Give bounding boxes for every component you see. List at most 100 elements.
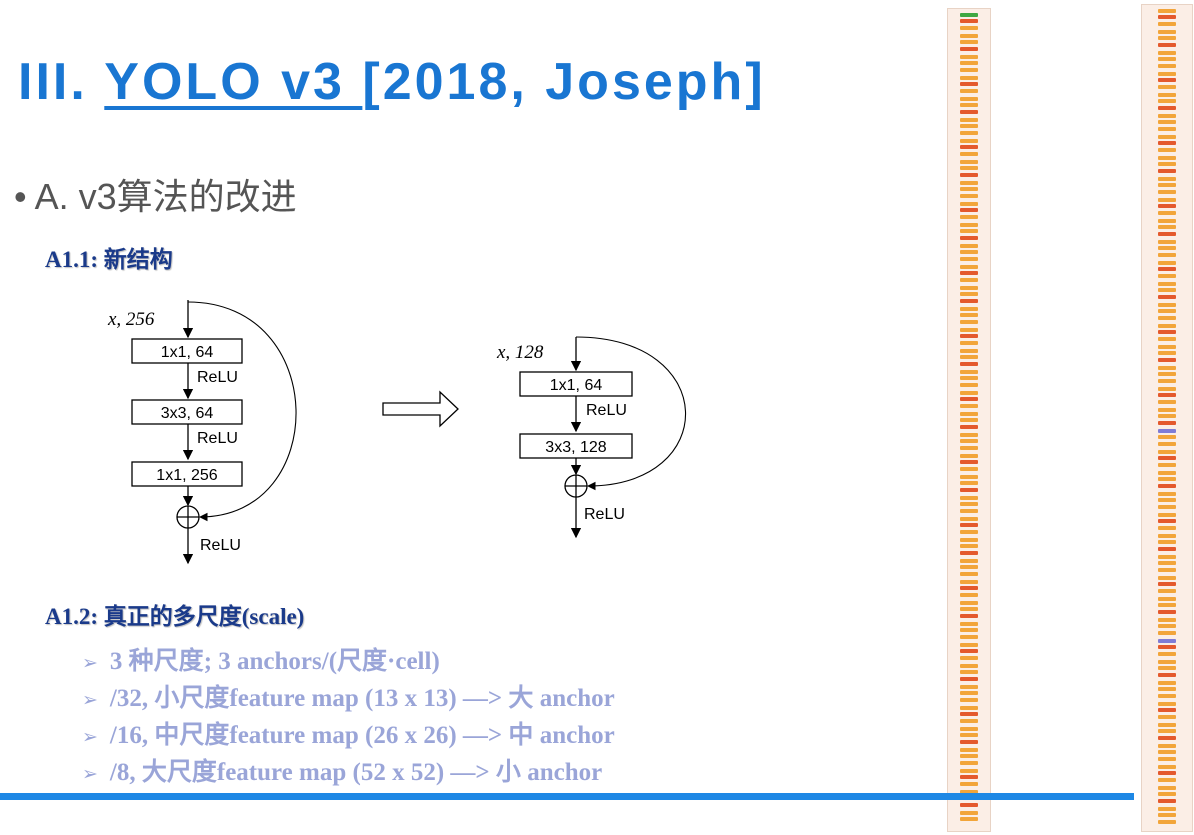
- item-cn2: 小: [495, 757, 521, 786]
- layer-block: [960, 397, 978, 401]
- layer-block: [1158, 792, 1176, 796]
- layer-block: [960, 278, 978, 282]
- layer-block: [960, 244, 978, 248]
- layer-block: [1158, 288, 1176, 292]
- layer-block: [1158, 303, 1176, 307]
- list-item: ➢3 种尺度; 3 anchors/(尺度·cell): [82, 642, 615, 679]
- right-conv2-label: 3x3, 128: [545, 439, 606, 456]
- layer-block: [1158, 492, 1176, 496]
- layer-block: [960, 433, 978, 437]
- layer-block: [1158, 597, 1176, 601]
- layer-block: [1158, 477, 1176, 481]
- layer-block: [960, 370, 978, 374]
- layer-block: [1158, 372, 1176, 376]
- layer-block: [960, 229, 978, 233]
- layer-block: [1158, 715, 1176, 719]
- layer-block: [960, 313, 978, 317]
- layer-block: [960, 202, 978, 206]
- layer-block: [960, 790, 978, 794]
- layer-block: [1158, 498, 1176, 502]
- left-conv3-label: 1x1, 256: [156, 467, 217, 484]
- layer-block: [960, 628, 978, 632]
- layer-block: [960, 82, 978, 86]
- layer-block: [1158, 534, 1176, 538]
- layer-block: [960, 712, 978, 716]
- layer-block: [1158, 484, 1176, 488]
- layer-block: [1158, 666, 1176, 670]
- layer-block: [960, 61, 978, 65]
- layer-block: [960, 475, 978, 479]
- layer-block: [1158, 639, 1176, 643]
- layer-block: [960, 538, 978, 542]
- layer-block: [1158, 330, 1176, 334]
- layer-block: [1158, 253, 1176, 257]
- layer-block: [1158, 204, 1176, 208]
- item-text: feature map (52 x 52) —>: [216, 759, 496, 786]
- layer-block: [1158, 22, 1176, 26]
- layer-block: [1158, 555, 1176, 559]
- layer-block: [960, 622, 978, 626]
- left-relu-out-label: ReLU: [200, 537, 241, 554]
- layer-block: [1158, 750, 1176, 754]
- layer-block: [1158, 282, 1176, 286]
- right-residual-block: x, 128 1x1, 64 ReLU 3x3, 128 ReLU: [496, 336, 687, 539]
- layer-block: [1158, 456, 1176, 460]
- layer-block: [960, 26, 978, 30]
- arrow-bullet-icon: ➢: [82, 652, 98, 674]
- layer-block: [960, 181, 978, 185]
- layer-block: [960, 460, 978, 464]
- layer-block: [960, 643, 978, 647]
- layer-block: [1158, 15, 1176, 19]
- layer-block: [960, 355, 978, 359]
- layer-block: [960, 187, 978, 191]
- title-rest: [2018, Joseph]: [362, 53, 766, 111]
- layer-block: [960, 685, 978, 689]
- layer-block: [960, 103, 978, 107]
- layer-block: [960, 271, 978, 275]
- layer-block: [1158, 687, 1176, 691]
- layer-block: [1158, 519, 1176, 523]
- layer-block: [960, 740, 978, 744]
- layer-block: [1158, 582, 1176, 586]
- layer-block: [1158, 807, 1176, 811]
- title-link[interactable]: YOLO v3: [104, 53, 363, 111]
- layer-block: [960, 383, 978, 387]
- layer-block: [1158, 799, 1176, 803]
- layer-block: [960, 391, 978, 395]
- layer-block: [1158, 429, 1176, 433]
- right-conv1-box: [519, 371, 633, 397]
- layer-block: [1158, 450, 1176, 454]
- layer-block: [960, 328, 978, 332]
- layer-block: [1158, 99, 1176, 103]
- layer-block: [960, 586, 978, 590]
- layer-block: [960, 698, 978, 702]
- layer-block: [1158, 463, 1176, 467]
- layer-block: [1158, 393, 1176, 397]
- layer-block: [1158, 723, 1176, 727]
- item-prefix: /16,: [109, 722, 155, 749]
- layer-block: [960, 530, 978, 534]
- layer-block: [960, 446, 978, 450]
- item-cn: 种尺度: [128, 646, 204, 675]
- layer-block: [960, 76, 978, 80]
- layer-block: [1158, 177, 1176, 181]
- item-cn2: 尺度: [337, 646, 388, 675]
- layer-block: [960, 40, 978, 44]
- layer-block: [1158, 85, 1176, 89]
- item-tail: anchor: [533, 685, 615, 712]
- layer-block: [960, 664, 978, 668]
- layer-block: [1158, 309, 1176, 313]
- layer-block: [960, 748, 978, 752]
- layer-block: [1158, 51, 1176, 55]
- layer-block: [1158, 114, 1176, 118]
- left-skip-connection: [187, 301, 297, 522]
- left-bottleneck-block: x, 256 1x1, 64 ReLU 3x3, 64 ReLU 1x1, 25…: [107, 300, 297, 565]
- arrow-bullet-icon: ➢: [82, 726, 98, 748]
- item-text: ; 3 anchors/(: [203, 648, 338, 675]
- layer-block: [960, 47, 978, 51]
- layer-block: [1158, 681, 1176, 685]
- arrow-bullet-icon: ➢: [82, 763, 98, 785]
- layer-block: [1158, 400, 1176, 404]
- layer-block: [1158, 435, 1176, 439]
- layer-block: [1158, 267, 1176, 271]
